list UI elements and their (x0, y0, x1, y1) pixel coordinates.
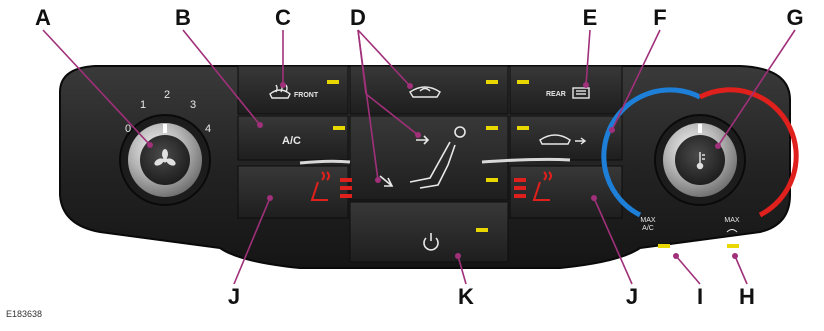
callout-label-c: C (275, 5, 291, 30)
callout-dot-d-2 (415, 132, 421, 138)
rear-defrost-indicator (517, 80, 529, 84)
chrome-strip-left (299, 159, 351, 165)
temperature-knob[interactable] (601, 87, 799, 218)
fan-speed-knob[interactable] (119, 114, 211, 206)
callout-line-j-right (593, 197, 633, 285)
callout-label-e: E (582, 5, 598, 30)
ac-button[interactable] (237, 115, 349, 161)
rear-defrost-icon (572, 87, 590, 99)
callout-dot-h (732, 253, 738, 259)
footwell-indicator (486, 178, 498, 182)
power-indicator (476, 228, 488, 232)
callout-dot-g (715, 143, 721, 149)
air-distribution-icon (379, 126, 466, 189)
left-seat-level-2 (340, 186, 352, 190)
max-ac-label-top: MAX (640, 217, 656, 224)
callout-line-f (611, 29, 661, 131)
callout-dots (147, 82, 738, 259)
callout-lines (42, 29, 796, 285)
callout-line-e (585, 29, 591, 86)
callout-line-a (42, 29, 151, 146)
max-defrost-icon (726, 229, 738, 233)
figure-id: E183638 (6, 309, 43, 319)
right-seat-level-1 (514, 178, 526, 182)
max-ac-label-bottom: A/C (642, 225, 654, 232)
heated-seat-icon (310, 171, 330, 201)
max-ac-indicator[interactable] (658, 244, 670, 248)
fan-level-1: 1 (140, 99, 146, 111)
fan-icon (154, 149, 176, 166)
callout-label-a: A (35, 5, 51, 30)
callout-line-b (182, 29, 261, 126)
callout-line-j-left (233, 197, 271, 285)
callout-label-g: G (786, 5, 804, 30)
max-defrost-indicator[interactable] (727, 244, 739, 248)
fresh-air-icon (539, 134, 587, 145)
fan-level-0: 0 (125, 123, 131, 135)
callout-dot-a (147, 142, 153, 148)
callout-line-d-4 (357, 29, 379, 181)
face-vent-indicator (486, 126, 498, 130)
callout-label-i: I (696, 284, 704, 309)
callout-line-g (717, 29, 796, 147)
callout-label-j-left: J (227, 284, 241, 309)
front-label: FRONT (294, 92, 319, 99)
callout-dot-e (583, 82, 589, 88)
callout-label-h: H (739, 284, 755, 309)
left-seat-level-3 (340, 194, 352, 198)
power-icon (423, 233, 439, 251)
callout-line-i (675, 255, 701, 285)
callout-label-d: D (350, 5, 366, 30)
callout-label-b: B (175, 5, 191, 30)
rear-label: REAR (546, 91, 566, 98)
ac-label: A/C (282, 135, 301, 147)
callout-dot-b (257, 122, 263, 128)
callout-dot-k (455, 253, 461, 259)
right-heated-seat (514, 171, 552, 201)
callout-dot-d-1 (407, 83, 413, 89)
right-seat-level-3 (514, 194, 526, 198)
chrome-strip-right (481, 157, 571, 164)
heat-arc (698, 87, 799, 218)
callout-dot-i (673, 253, 679, 259)
heated-seat-icon (532, 171, 552, 201)
recirculation-indicator (486, 80, 498, 84)
callout-line-d-3 (365, 93, 419, 136)
callout-dot-d-3 (375, 177, 381, 183)
recirculation-icon (409, 86, 441, 98)
front-defrost-indicator (327, 80, 339, 84)
callout-line-k (457, 255, 467, 285)
callout-line-d-1 (357, 29, 411, 87)
callout-label-f: F (653, 5, 667, 30)
ac-indicator (333, 126, 345, 130)
max-defrost-label: MAX (724, 217, 740, 224)
right-heated-seat-button[interactable] (509, 165, 623, 219)
callout-label-k: K (458, 284, 474, 309)
fan-dial-numbers: 0 1 2 3 4 (125, 89, 211, 135)
callout-dot-c (280, 82, 286, 88)
air-distribution-button[interactable] (349, 115, 509, 201)
callout-line-h (734, 255, 748, 285)
cool-arc (601, 87, 702, 218)
right-seat-level-2 (514, 186, 526, 190)
callout-dot-j-left (267, 195, 273, 201)
callout-label-j-right: J (625, 284, 639, 309)
front-defrost-button[interactable] (237, 65, 349, 115)
temperature-icon (696, 152, 705, 170)
rear-defrost-button[interactable] (509, 65, 623, 115)
callout-dot-j-right (591, 195, 597, 201)
fan-level-3: 3 (190, 99, 196, 111)
fan-level-4: 4 (205, 123, 211, 135)
left-seat-level-1 (340, 178, 352, 182)
fresh-air-indicator (517, 126, 529, 130)
left-heated-seat-button[interactable] (237, 165, 349, 219)
fan-level-2: 2 (164, 89, 170, 101)
left-heated-seat (310, 171, 352, 201)
callout-dot-f (609, 127, 615, 133)
